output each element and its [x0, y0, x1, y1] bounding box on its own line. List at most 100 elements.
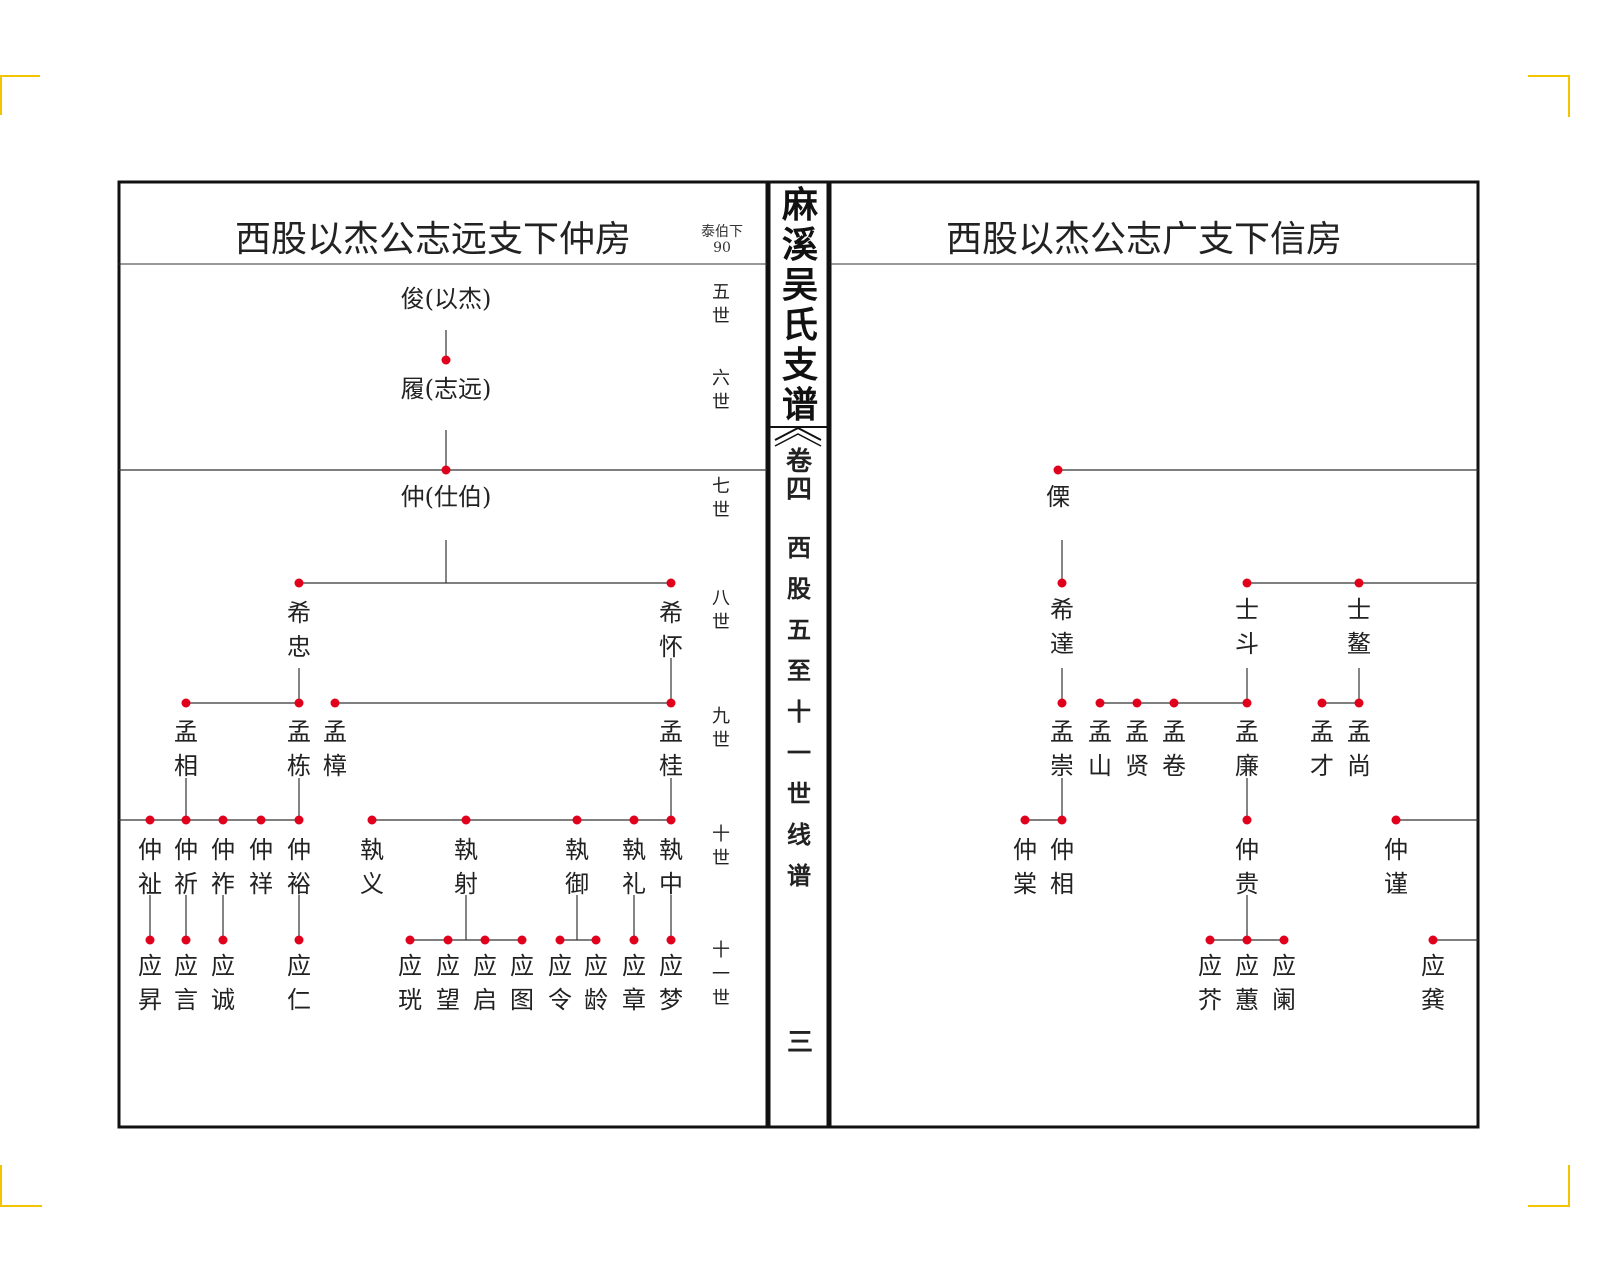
person-name: 应芥 — [1198, 952, 1222, 1014]
generation-label: 十一世 — [712, 940, 730, 1009]
right-page-title: 西股以杰公志广支下信房 — [946, 219, 1343, 260]
person-name: 希達 — [1050, 596, 1074, 658]
node-dot — [480, 935, 490, 945]
generation-label: 七世 — [712, 476, 730, 521]
person-name: 应珖 — [398, 952, 422, 1014]
node-dot — [145, 935, 155, 945]
page-number: 三 — [786, 1028, 813, 1058]
generation-label: 十世 — [712, 824, 730, 869]
left-page-border — [117, 180, 769, 1129]
person-name: 孟相 — [174, 718, 198, 780]
generation-label: 五世 — [712, 282, 730, 327]
node-dot — [1428, 935, 1438, 945]
node-dot — [666, 698, 676, 708]
person-name: 仲裕 — [287, 836, 311, 898]
person-name: 孟崇 — [1050, 718, 1074, 780]
node-dot — [256, 815, 266, 825]
node-dot — [1391, 815, 1401, 825]
person-name: 应诚 — [211, 952, 235, 1014]
right-page-border — [828, 180, 1480, 1129]
node-dot — [330, 698, 340, 708]
person-name: 应图 — [510, 952, 534, 1014]
node-dot — [517, 935, 527, 945]
lineage-tag-text: 泰伯下 — [701, 224, 743, 240]
node-dot — [555, 935, 565, 945]
person-name: 应阑 — [1272, 952, 1296, 1014]
person-name: 傈 — [1046, 483, 1070, 511]
person-name: 執射 — [454, 836, 478, 898]
node-dot — [1205, 935, 1215, 945]
volume-label: 卷四 — [785, 447, 812, 505]
node-dot — [294, 935, 304, 945]
node-dot — [181, 935, 191, 945]
generation-label: 九世 — [712, 706, 730, 751]
lineage-tag-number: 90 — [713, 240, 731, 256]
node-dot — [1242, 935, 1252, 945]
person-names: 俊(以杰)履(志远)仲(仕伯)希忠希怀孟相孟栋孟樟孟桂仲祉仲祈仲祚仲祥仲裕執义執… — [138, 285, 1445, 1014]
person-name: 俊(以杰) — [401, 285, 492, 313]
spine-border — [767, 180, 830, 1129]
node-dot — [1020, 815, 1030, 825]
person-name: 士斗 — [1235, 596, 1259, 658]
node-dot — [629, 935, 639, 945]
person-name: 孟山 — [1088, 718, 1112, 780]
person-name: 仲祉 — [138, 836, 162, 898]
node-dot — [441, 465, 451, 475]
node-dot — [666, 935, 676, 945]
node-dot — [1279, 935, 1289, 945]
person-name: 仲贵 — [1235, 836, 1259, 898]
node-dot — [294, 815, 304, 825]
node-dot — [218, 935, 228, 945]
person-name: 仲祈 — [174, 836, 198, 898]
person-name: 应龄 — [584, 952, 608, 1014]
person-name: 孟廉 — [1235, 718, 1259, 780]
person-name: 孟栋 — [287, 718, 311, 780]
generation-label: 六世 — [712, 368, 730, 413]
connector-lines — [119, 330, 1478, 941]
person-name: 孟尚 — [1347, 718, 1371, 780]
person-name: 仲(仕伯) — [401, 483, 492, 511]
node-dot — [1169, 698, 1179, 708]
node-dot — [441, 355, 451, 365]
crop-mark-top-right — [1528, 75, 1570, 117]
person-name: 仲祚 — [211, 836, 235, 898]
node-dot — [1317, 698, 1327, 708]
person-name: 士鳌 — [1347, 596, 1371, 658]
node-dot — [666, 578, 676, 588]
node-dot — [218, 815, 228, 825]
node-dot — [181, 698, 191, 708]
node-markers — [145, 355, 1438, 945]
node-dot — [1242, 578, 1252, 588]
node-dot — [1095, 698, 1105, 708]
person-name: 執中 — [659, 836, 683, 898]
node-dot — [181, 815, 191, 825]
lineage-tag: 泰伯下 90 — [692, 224, 752, 256]
crop-mark-top-left — [0, 75, 40, 117]
person-name: 应章 — [622, 952, 646, 1014]
person-name: 希怀 — [659, 599, 683, 661]
person-name: 孟樟 — [323, 718, 347, 780]
person-name: 应龚 — [1421, 952, 1445, 1014]
node-dot — [666, 815, 676, 825]
generation-label: 八世 — [712, 588, 730, 633]
node-dot — [629, 815, 639, 825]
person-name: 应言 — [174, 952, 198, 1014]
person-name: 应梦 — [659, 952, 683, 1014]
node-dot — [1354, 698, 1364, 708]
person-name: 履(志远) — [401, 375, 492, 403]
node-dot — [1057, 815, 1067, 825]
person-name: 应望 — [436, 952, 460, 1014]
person-name: 執御 — [565, 836, 589, 898]
spine-fishtail-inner — [774, 433, 822, 447]
crop-mark-bottom-left — [0, 1165, 42, 1207]
person-name: 应蕙 — [1235, 952, 1259, 1014]
person-name: 孟才 — [1310, 718, 1334, 780]
node-dot — [1242, 698, 1252, 708]
node-dot — [145, 815, 155, 825]
node-dot — [1242, 815, 1252, 825]
node-dot — [1057, 578, 1067, 588]
person-name: 執礼 — [622, 836, 646, 898]
node-dot — [1053, 465, 1063, 475]
